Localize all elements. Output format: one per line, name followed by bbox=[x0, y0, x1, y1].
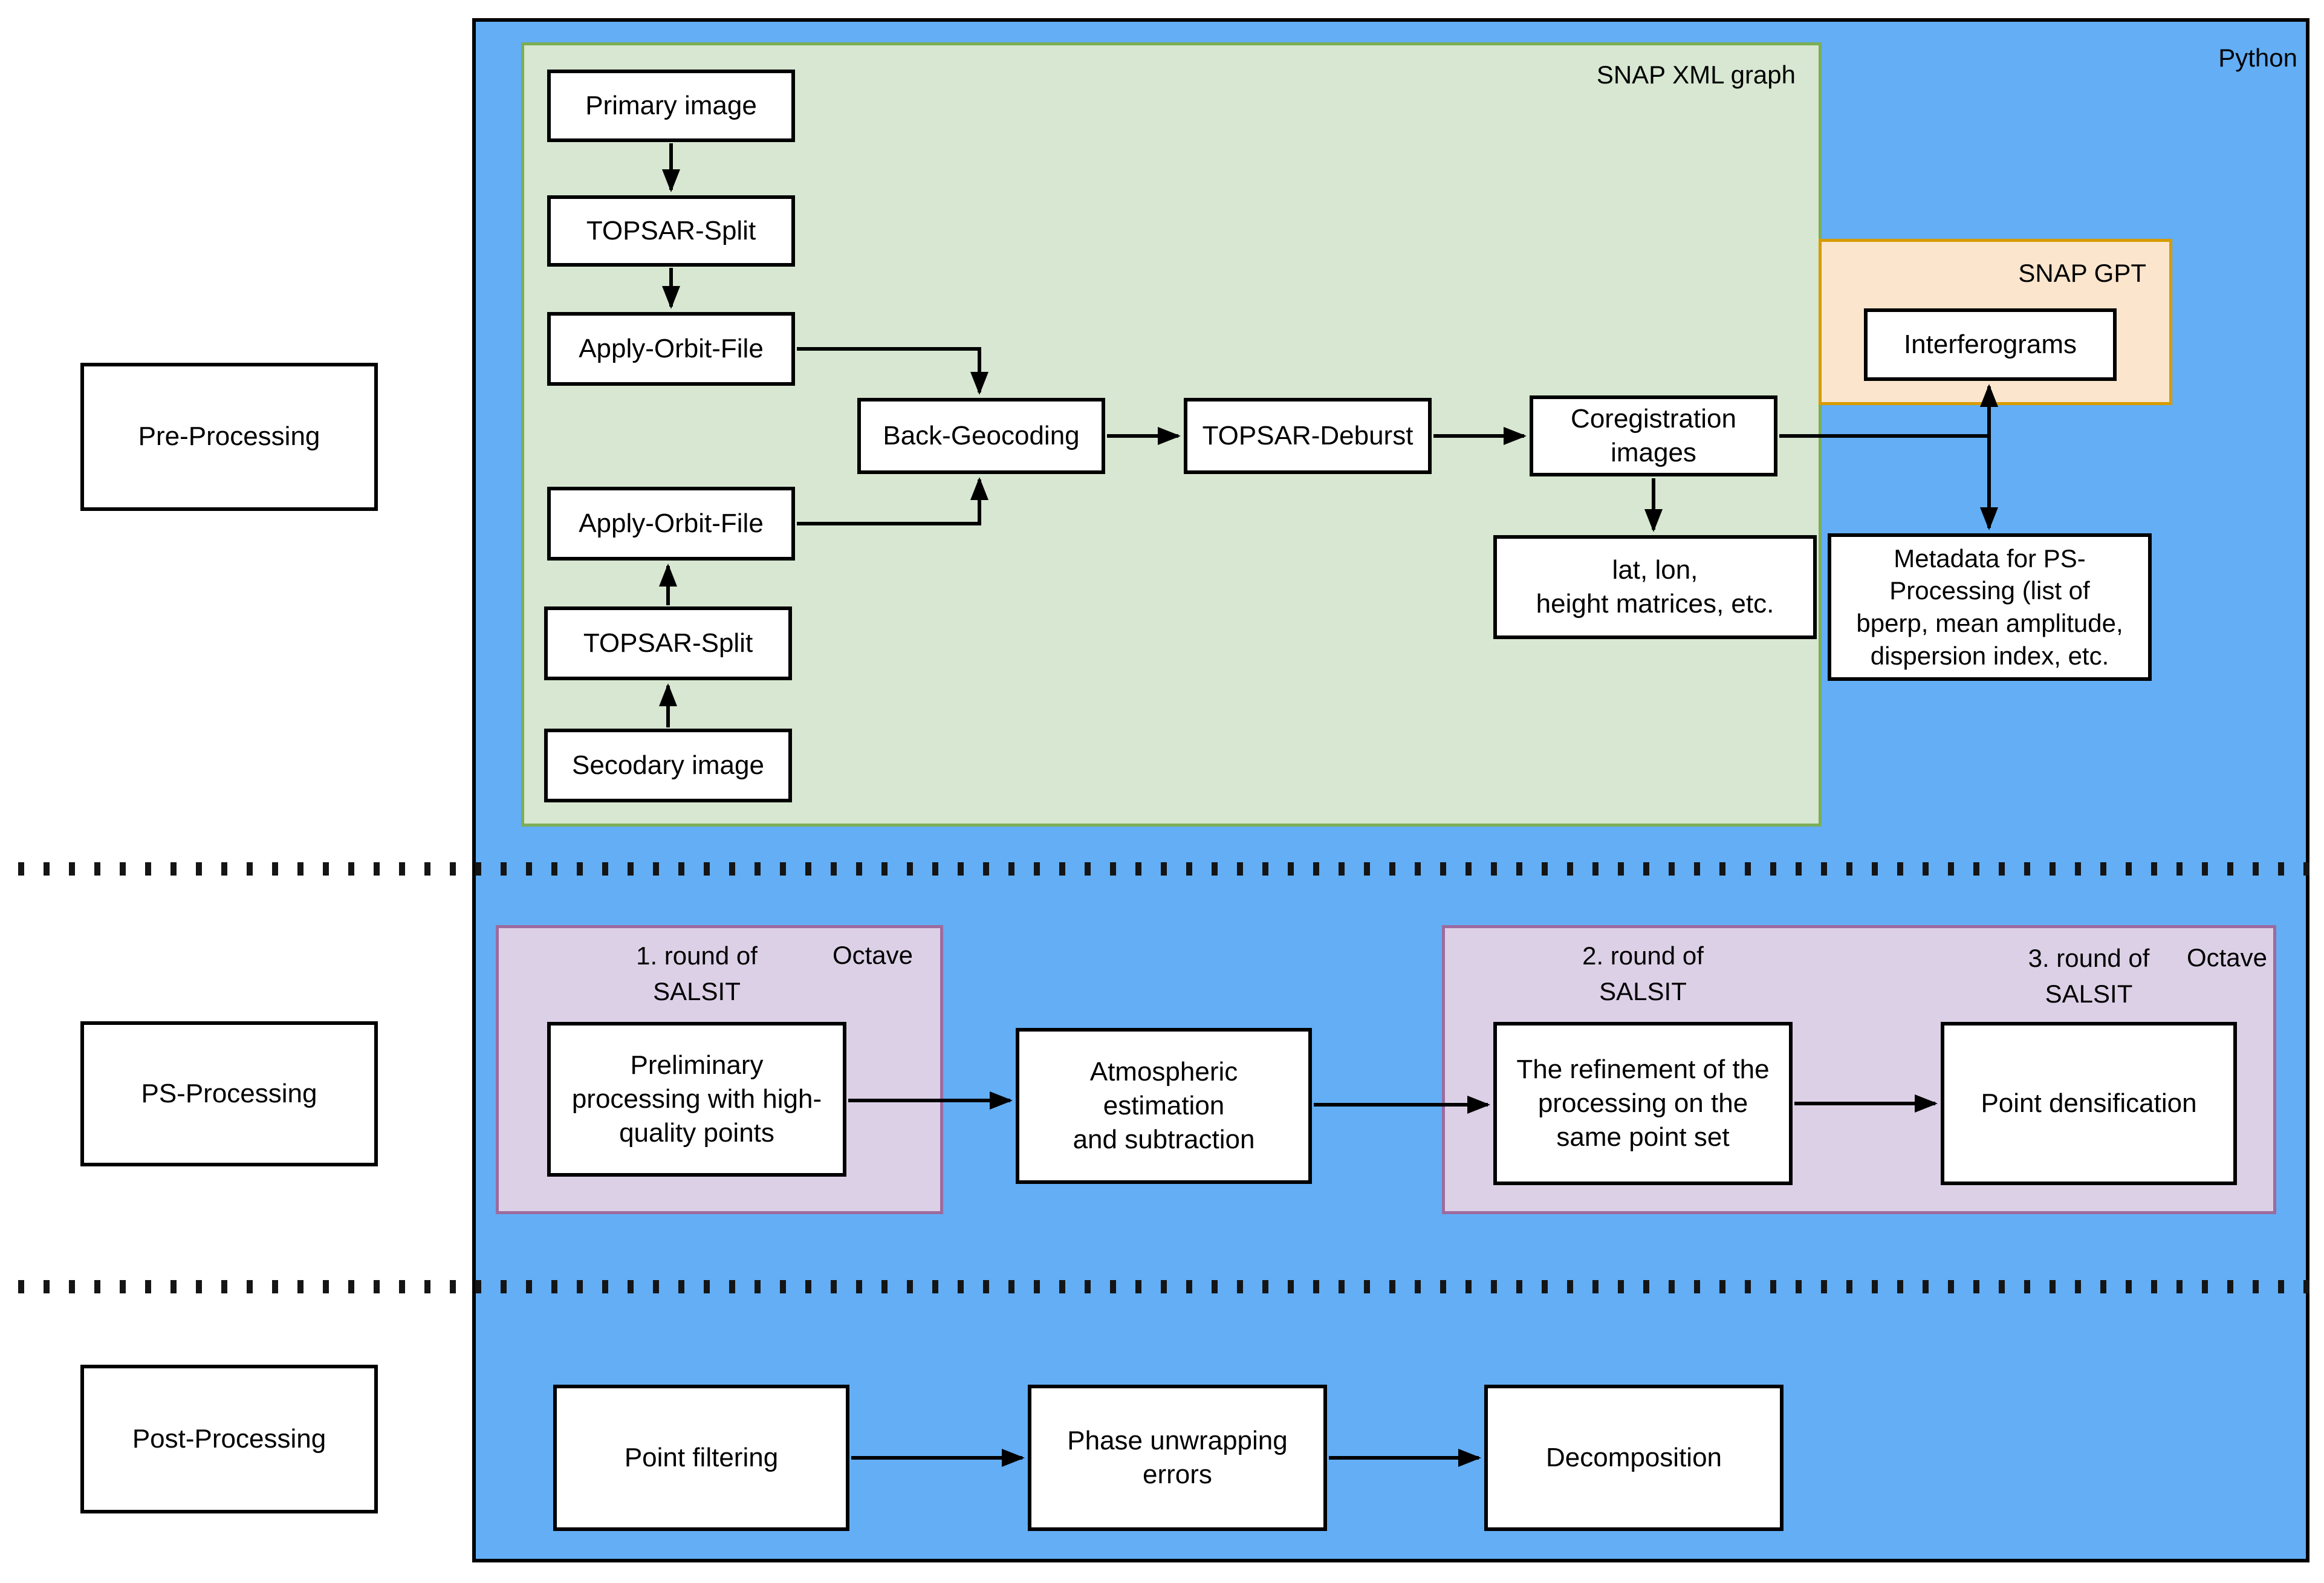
node-topsar-split-secondary: TOPSAR-Split bbox=[544, 606, 792, 680]
node-secondary-image: Secodary image bbox=[544, 729, 792, 802]
node-lat-lon-height: lat, lon, height matrices, etc. bbox=[1493, 535, 1817, 639]
label-round-3: 3. round of SALSIT bbox=[2028, 944, 2150, 1008]
label-pre-processing: Pre-Processing bbox=[80, 363, 378, 511]
node-point-densification: Point densification bbox=[1941, 1022, 2237, 1185]
node-metadata-ps: Metadata for PS- Processing (list of bpe… bbox=[1828, 533, 2152, 681]
label-octave-2: Octave bbox=[2186, 943, 2267, 972]
dotted-separator-1 bbox=[18, 862, 2309, 876]
label-ps-processing: PS-Processing bbox=[80, 1021, 378, 1166]
node-coregistration-images: Coregistration images bbox=[1530, 395, 1777, 476]
label-snap-xml-graph: SNAP XML graph bbox=[1596, 60, 1796, 89]
node-topsar-deburst: TOPSAR-Deburst bbox=[1184, 398, 1432, 474]
label-octave-1: Octave bbox=[832, 941, 913, 969]
node-atmospheric-estimation: Atmospheric estimation and subtraction bbox=[1016, 1028, 1312, 1184]
label-post-processing: Post-Processing bbox=[80, 1365, 378, 1513]
node-apply-orbit-file-primary: Apply-Orbit-File bbox=[547, 312, 795, 386]
node-apply-orbit-file-secondary: Apply-Orbit-File bbox=[547, 487, 795, 561]
label-round-2: 2. round of SALSIT bbox=[1582, 941, 1704, 1006]
label-round-1: 1. round of SALSIT bbox=[636, 941, 758, 1006]
node-topsar-split-primary: TOPSAR-Split bbox=[547, 195, 795, 267]
node-interferograms: Interferograms bbox=[1864, 308, 2117, 381]
dotted-separator-2 bbox=[18, 1280, 2309, 1293]
label-python: Python bbox=[2218, 44, 2297, 72]
node-back-geocoding: Back-Geocoding bbox=[857, 398, 1105, 474]
node-phase-unwrapping-errors: Phase unwrapping errors bbox=[1028, 1385, 1327, 1531]
node-preliminary-processing: Preliminary processing with high- qualit… bbox=[547, 1022, 846, 1177]
label-snap-gpt: SNAP GPT bbox=[2018, 259, 2146, 287]
node-refinement: The refinement of the processing on the … bbox=[1493, 1022, 1793, 1185]
node-decomposition: Decomposition bbox=[1484, 1385, 1784, 1531]
node-point-filtering: Point filtering bbox=[553, 1385, 849, 1531]
node-primary-image: Primary image bbox=[547, 70, 795, 142]
